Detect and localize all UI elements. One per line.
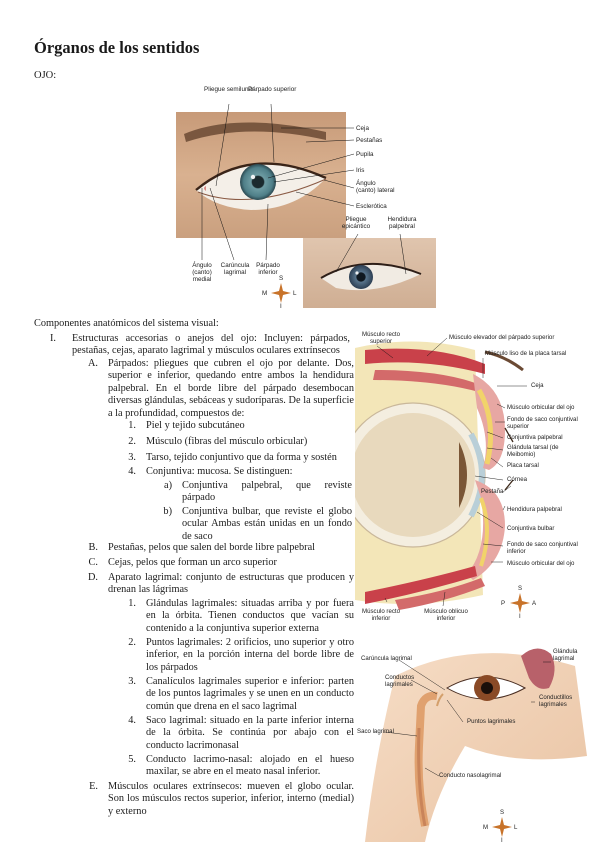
label-recto-inferior: Músculo recto inferior [362,608,400,622]
label-pliegue-semilunar: Pliegue semilunar [204,86,255,93]
label-ceja-2: Ceja [531,382,544,389]
outline-B-text: Pestañas, pelos que salen del borde libr… [108,542,316,553]
compass-e: L [293,290,297,297]
label-glandula-tarsal: Glándula tarsal (de Meibomio) [507,444,559,458]
outline-I-text: Estructuras accesorias o anejos del ojo:… [72,333,350,357]
outline-D1-text: Glándulas lagrimales: situadas arriba y … [146,598,354,634]
compass-n: S [518,585,523,592]
compass-s: I [501,837,503,844]
label-iris: Iris [356,167,365,174]
outline-A3-marker: 3. [128,452,136,463]
outline-A2-text: Músculo (fibras del músculo orbicular) [146,436,308,447]
eye-photos-illustration [176,103,436,308]
outline-A1-text: Piel y tejido subcutáneo [146,420,245,431]
outline-marker-B: B. [88,542,98,553]
compass-rose-icon [492,817,512,837]
label-glandula: Glándula lagrimal [553,648,578,662]
outline-D2-marker: 2. [128,637,136,648]
outline-A4a-text: Conjuntiva palpebral, que reviste párpad… [182,480,352,504]
label-esclerotica: Esclerótica [356,203,387,210]
label-parpado-superior: Párpado superior [248,86,297,93]
label-placa-tarsal: Placa tarsal [507,462,539,469]
compass-w: P [501,600,506,607]
outline-A4a-marker: a) [164,480,172,491]
label-caruncula-2: Carúncula lagrimal [361,655,412,662]
compass-e: L [514,824,518,831]
intro-text: Componentes anatómicos del sistema visua… [34,318,219,329]
compass-rose-icon [271,283,291,303]
label-fondo-inferior: Fondo de saco conjuntival inferior [507,541,578,555]
label-ceja: Ceja [356,125,369,132]
compass-e: A [532,600,537,607]
eye-surface-anatomy-figure: Pliegue semilunar Párpado superior Ceja … [176,82,436,310]
label-orbicular-inferior: Músculo orbicular del ojo [507,560,575,567]
compass-s: I [280,303,282,310]
compass-n: S [500,809,505,816]
outline-D5-text: Conducto lacrimo-nasal: alojado en el hu… [146,754,354,778]
label-conductillos: Conductillos lagrimales [539,694,573,708]
label-saco: Saco lagrimal [357,728,394,735]
label-conjuntiva-bulbar: Conjuntiva bulbar [507,525,555,532]
compass-rose-2: S I P A [501,585,537,620]
label-elevador: Músculo elevador del párpado superior [449,334,555,341]
eyelid-section-illustration [355,330,587,620]
label-pestana: Pestaña [481,488,504,495]
section-label: OJO: [34,70,57,81]
outline-A4-text: Conjuntiva: mucosa. Se distinguen: [146,466,293,477]
label-conjuntiva-palpebral: Conjuntiva palpebral [507,434,563,441]
outline-A4b-text: Conjuntiva bulbar, que reviste el globo … [182,506,352,542]
outline-A4-marker: 4. [128,466,136,477]
label-hendidura-2: Hendidura palpebral [507,506,562,513]
label-parpado-inferior: Párpado inferior [256,262,280,276]
label-angulo-medial: Ángulo (canto) medial [192,262,212,283]
outline-A4b-marker: b) [163,506,172,517]
outline-A3-text: Tarso, tejido conjuntivo que da forma y … [146,452,337,463]
label-cornea: Córnea [507,476,527,483]
outline-marker-I: I. [49,333,56,344]
label-caruncula: Carúncula lagrimal [220,262,250,276]
outline-A2-marker: 2. [128,436,136,447]
outline-D2-text: Puntos lagrimales: 2 orificios, uno supe… [146,637,354,673]
label-musculo-liso: Músculo liso de la placa tarsal [485,350,567,357]
outline-marker-C: C. [88,557,98,568]
outline-E-text: Músculos oculares extrínsecos: mueven el… [108,781,354,817]
compass-n: S [279,275,284,282]
page-title: Órganos de los sentidos [34,38,200,57]
label-pliegue-epicantico: Pliegue epicántico [341,216,371,230]
outline-D4-marker: 4. [128,715,136,726]
outline-marker-D: D. [87,572,98,583]
outline-D3-text: Canalículos lagrimales superior e inferi… [146,676,354,712]
compass-w: M [483,824,489,831]
label-conducto-nasolagrimal: Conducto nasolagrimal [439,772,502,779]
outline-D1-marker: 1. [128,598,136,609]
label-angulo-lateral: Ángulo (canto) lateral [356,180,395,194]
outline-D5-marker: 5. [128,754,136,765]
eyelid-sagittal-figure: Músculo recto superior Músculo elevador … [355,330,587,622]
label-conductos: Conductos lagrimales [385,674,415,688]
compass-rose-3: S I M L [483,809,518,844]
label-recto-superior: Músculo recto superior [362,331,400,345]
label-oblicuo-inferior: Músculo oblicuo inferior [424,608,468,622]
compass-rose-1: S I M L [262,275,297,310]
lacrimal-apparatus-figure: Carúncula lagrimal Conductos lagrimales … [355,636,587,844]
outline-D-text: Aparato lagrimal: conjunto de estructura… [108,572,354,596]
outline-A-text: Párpados: pliegues que cubren el ojo por… [108,358,354,419]
outline-A1-marker: 1. [128,420,136,431]
outline-C-text: Cejas, pelos que forman un arco superior [108,557,277,568]
label-hendidura-palpebral: Hendidura palpebral [387,216,417,230]
outline-marker-A: A. [87,358,98,369]
label-pestanas: Pestañas [356,137,383,144]
label-orbicular-superior: Músculo orbicular del ojo [507,404,575,411]
compass-s: I [519,613,521,620]
outline-D4-text: Saco lagrimal: situado en la parte infer… [146,715,354,751]
outline-D3-marker: 3. [128,676,136,687]
lacrimal-illustration [365,648,587,842]
compass-w: M [262,290,268,297]
label-fondo-superior: Fondo de saco conjuntival superior [507,416,578,430]
compass-rose-icon [510,593,530,613]
label-pupila: Pupila [356,151,374,158]
label-puntos: Puntos lagrimales [467,718,516,725]
outline-marker-E: E. [89,781,98,792]
